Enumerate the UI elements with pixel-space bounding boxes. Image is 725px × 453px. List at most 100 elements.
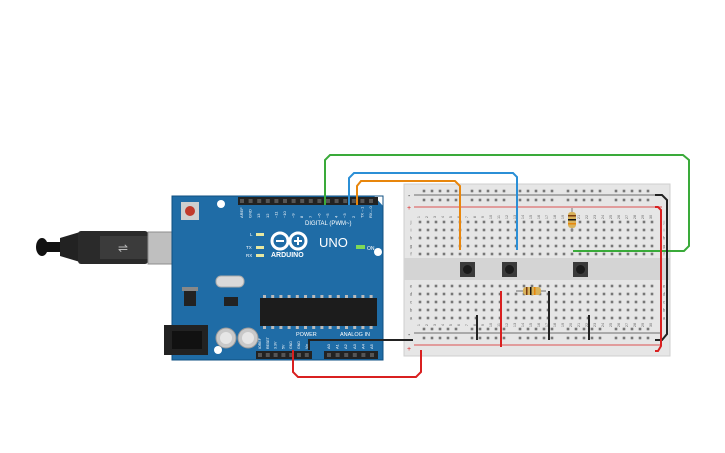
breadboard-hole[interactable] xyxy=(642,316,646,320)
breadboard-hole[interactable] xyxy=(474,220,478,224)
breadboard-hole[interactable] xyxy=(450,220,454,224)
breadboard-hole[interactable] xyxy=(490,284,494,288)
rail-hole[interactable] xyxy=(598,336,602,340)
breadboard-hole[interactable] xyxy=(538,252,542,256)
header-pin[interactable] xyxy=(317,199,322,203)
breadboard-hole[interactable] xyxy=(426,228,430,232)
breadboard-hole[interactable] xyxy=(426,244,430,248)
rail-hole[interactable] xyxy=(590,336,594,340)
breadboard-hole[interactable] xyxy=(418,228,422,232)
breadboard-hole[interactable] xyxy=(426,252,430,256)
breadboard-hole[interactable] xyxy=(458,300,462,304)
breadboard-hole[interactable] xyxy=(442,308,446,312)
breadboard-hole[interactable] xyxy=(530,236,534,240)
breadboard-hole[interactable] xyxy=(626,220,630,224)
breadboard-hole[interactable] xyxy=(602,292,606,296)
rail-hole[interactable] xyxy=(534,198,538,202)
resistor-horizontal[interactable] xyxy=(516,287,546,295)
breadboard-hole[interactable] xyxy=(642,284,646,288)
header-pin[interactable] xyxy=(291,199,296,203)
breadboard-hole[interactable] xyxy=(642,252,646,256)
breadboard-hole[interactable] xyxy=(538,316,542,320)
rail-hole[interactable] xyxy=(646,198,650,202)
rail-hole[interactable] xyxy=(438,327,442,331)
rail-hole[interactable] xyxy=(494,327,498,331)
breadboard-hole[interactable] xyxy=(610,252,614,256)
rail-hole[interactable] xyxy=(534,189,538,193)
breadboard-hole[interactable] xyxy=(586,220,590,224)
breadboard-hole[interactable] xyxy=(482,284,486,288)
header-pin[interactable] xyxy=(265,199,270,203)
rail-hole[interactable] xyxy=(486,336,490,340)
rail-hole[interactable] xyxy=(638,198,642,202)
header-pin[interactable] xyxy=(360,199,365,203)
breadboard[interactable]: - + - + 11223344556677889910101111121213… xyxy=(403,183,671,357)
breadboard-hole[interactable] xyxy=(418,284,422,288)
breadboard-hole[interactable] xyxy=(546,244,550,248)
resistor-vertical[interactable] xyxy=(568,208,576,232)
breadboard-hole[interactable] xyxy=(530,220,534,224)
breadboard-hole[interactable] xyxy=(578,236,582,240)
breadboard-hole[interactable] xyxy=(442,228,446,232)
breadboard-hole[interactable] xyxy=(498,284,502,288)
breadboard-hole[interactable] xyxy=(578,316,582,320)
breadboard-hole[interactable] xyxy=(594,244,598,248)
breadboard-hole[interactable] xyxy=(594,220,598,224)
breadboard-hole[interactable] xyxy=(466,220,470,224)
breadboard-hole[interactable] xyxy=(546,284,550,288)
rail-hole[interactable] xyxy=(534,327,538,331)
breadboard-hole[interactable] xyxy=(506,244,510,248)
rail-hole[interactable] xyxy=(598,327,602,331)
breadboard-hole[interactable] xyxy=(602,236,606,240)
rail-hole[interactable] xyxy=(542,198,546,202)
rail-hole[interactable] xyxy=(646,336,650,340)
breadboard-hole[interactable] xyxy=(474,300,478,304)
breadboard-hole[interactable] xyxy=(634,220,638,224)
breadboard-hole[interactable] xyxy=(634,244,638,248)
breadboard-hole[interactable] xyxy=(562,244,566,248)
breadboard-hole[interactable] xyxy=(634,308,638,312)
breadboard-hole[interactable] xyxy=(554,228,558,232)
rail-hole[interactable] xyxy=(590,198,594,202)
rail-hole[interactable] xyxy=(454,336,458,340)
breadboard-hole[interactable] xyxy=(602,244,606,248)
breadboard-hole[interactable] xyxy=(442,316,446,320)
rail-hole[interactable] xyxy=(494,198,498,202)
breadboard-hole[interactable] xyxy=(618,316,622,320)
breadboard-hole[interactable] xyxy=(610,220,614,224)
breadboard-hole[interactable] xyxy=(450,316,454,320)
breadboard-hole[interactable] xyxy=(426,220,430,224)
breadboard-hole[interactable] xyxy=(506,284,510,288)
breadboard-hole[interactable] xyxy=(514,284,518,288)
breadboard-hole[interactable] xyxy=(642,308,646,312)
breadboard-hole[interactable] xyxy=(466,316,470,320)
breadboard-hole[interactable] xyxy=(610,316,614,320)
breadboard-hole[interactable] xyxy=(586,300,590,304)
breadboard-hole[interactable] xyxy=(578,308,582,312)
breadboard-hole[interactable] xyxy=(498,220,502,224)
breadboard-hole[interactable] xyxy=(626,252,630,256)
breadboard-hole[interactable] xyxy=(450,228,454,232)
breadboard-hole[interactable] xyxy=(434,244,438,248)
breadboard-hole[interactable] xyxy=(642,220,646,224)
rail-hole[interactable] xyxy=(598,189,602,193)
rail-hole[interactable] xyxy=(502,198,506,202)
breadboard-hole[interactable] xyxy=(450,308,454,312)
rail-hole[interactable] xyxy=(526,327,530,331)
breadboard-hole[interactable] xyxy=(474,284,478,288)
rail-hole[interactable] xyxy=(550,198,554,202)
breadboard-hole[interactable] xyxy=(442,236,446,240)
rail-hole[interactable] xyxy=(518,336,522,340)
breadboard-hole[interactable] xyxy=(514,308,518,312)
header-pin[interactable] xyxy=(352,353,357,357)
breadboard-hole[interactable] xyxy=(626,284,630,288)
breadboard-hole[interactable] xyxy=(562,284,566,288)
breadboard-hole[interactable] xyxy=(602,300,606,304)
breadboard-hole[interactable] xyxy=(450,292,454,296)
breadboard-hole[interactable] xyxy=(466,300,470,304)
header-pin[interactable] xyxy=(326,199,330,203)
breadboard-hole[interactable] xyxy=(610,292,614,296)
breadboard-hole[interactable] xyxy=(434,308,438,312)
breadboard-hole[interactable] xyxy=(466,236,470,240)
rail-hole[interactable] xyxy=(422,327,426,331)
